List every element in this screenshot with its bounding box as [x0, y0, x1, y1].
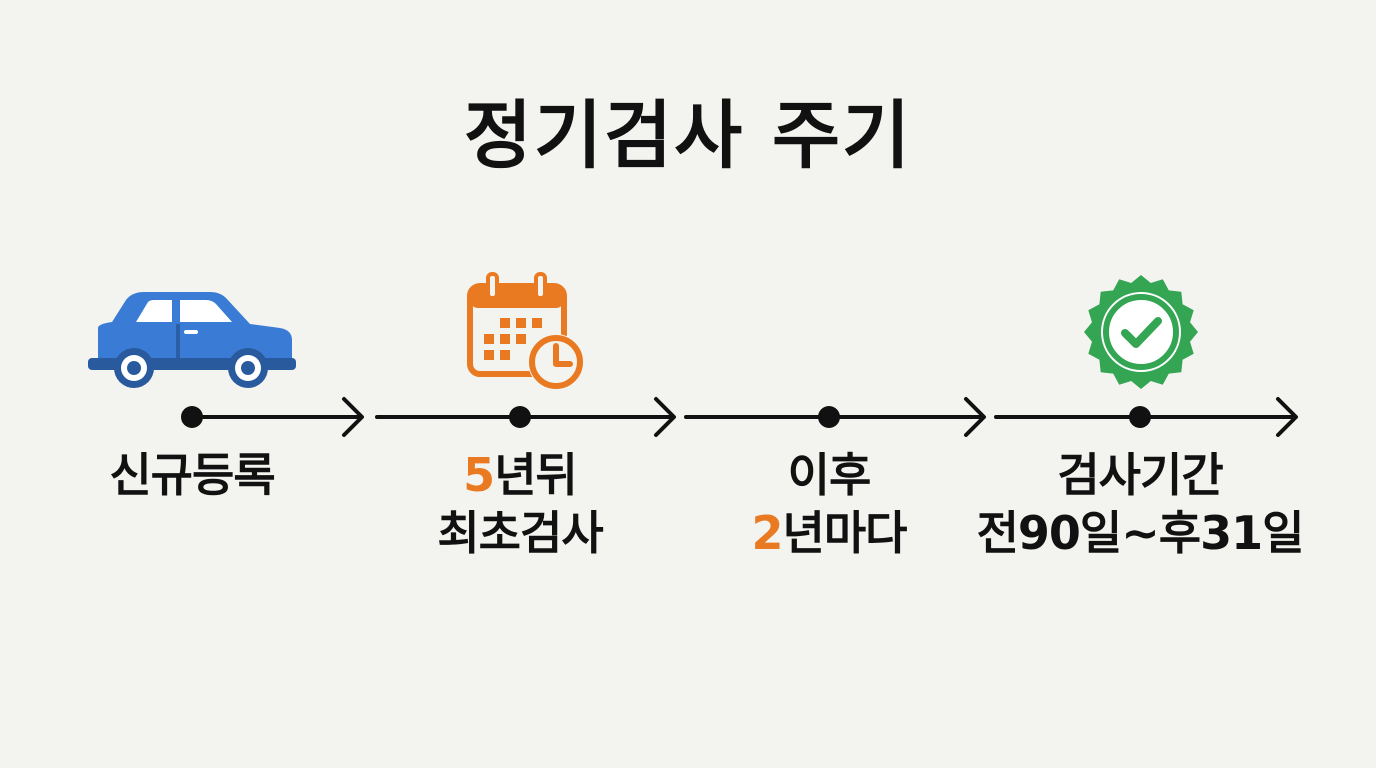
step-label-3: 이후 2년마다 — [669, 446, 989, 562]
timeline-arrow-1 — [190, 397, 364, 437]
step-2-line-1: 5년뒤 — [463, 448, 578, 502]
step-label-1: 신규등록 — [32, 446, 352, 504]
step-1-line-1: 신규등록 — [109, 448, 275, 502]
step-2-line-2: 최초검사 — [437, 506, 603, 560]
page-title: 정기검사 주기 — [463, 93, 913, 179]
step-label-2: 5년뒤 최초검사 — [360, 446, 680, 562]
timeline-node-2 — [509, 406, 531, 428]
timeline-node-4 — [1129, 406, 1151, 428]
timeline-node-1 — [181, 406, 203, 428]
timeline-node-3 — [818, 406, 840, 428]
step-3-line-1: 이후 — [787, 448, 872, 502]
highlight-number: 5 — [463, 448, 495, 502]
step-label-4: 검사기간 전90일~후31일 — [940, 446, 1340, 562]
highlight-number: 2 — [751, 506, 784, 560]
calendar-clock-icon — [467, 272, 584, 390]
step-4-line-1: 검사기간 — [1057, 448, 1223, 502]
step-4-line-2: 전90일~후31일 — [976, 506, 1305, 560]
check-badge-icon — [1084, 275, 1198, 389]
step-3-line-2: 2년마다 — [751, 506, 908, 560]
car-icon — [88, 292, 296, 388]
